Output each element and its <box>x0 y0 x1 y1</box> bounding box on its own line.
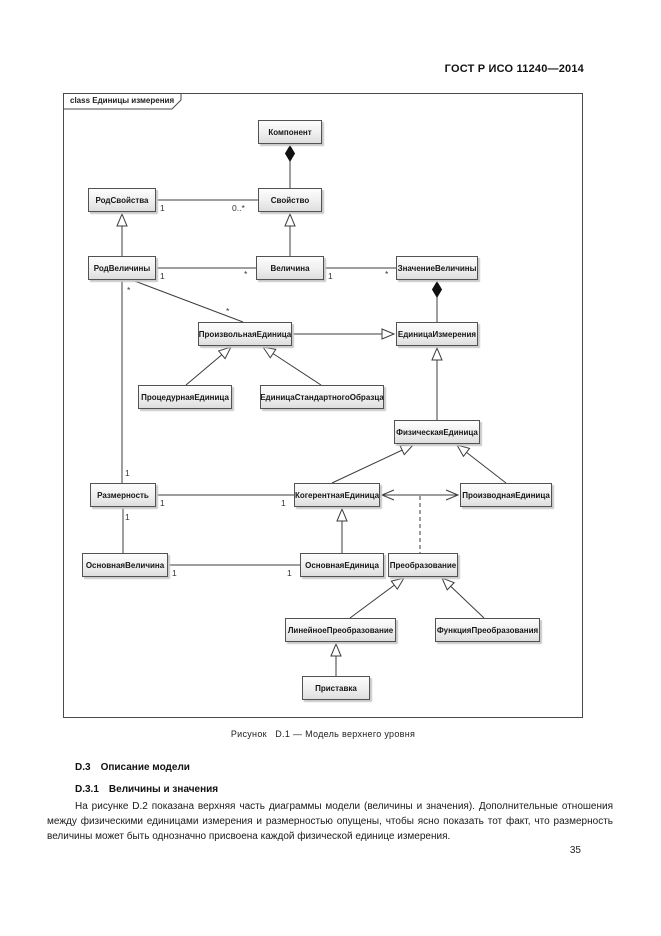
multiplicity-label: * <box>385 269 389 279</box>
class-label: Приставка <box>315 683 357 693</box>
class-box-edinitsastandartnogoobraztsa: ЕдиницаСтандартногоОбразца <box>260 385 384 409</box>
multiplicity-label: 1 <box>125 468 130 478</box>
class-label: ЛинейноеПреобразование <box>287 625 394 635</box>
generalization-funktsiya-preobrazovanie <box>441 577 485 619</box>
document-header-title: ГОСТ Р ИСО 11240—2014 <box>444 63 584 75</box>
section-heading-d3: D.3 Описание модели <box>75 762 190 773</box>
diagram-frame-tab <box>63 93 182 110</box>
class-box-pristavka: Приставка <box>302 676 370 700</box>
body-paragraph: На рисунке D.2 показана верхняя часть ди… <box>47 801 613 842</box>
multiplicity-label: * <box>244 269 248 279</box>
class-label: ФизическаяЕдиница <box>396 427 478 437</box>
class-box-osnovnayavelichina: ОсновнаяВеличина <box>82 553 168 577</box>
class-box-lineynoepreobrazovanie: ЛинейноеПреобразование <box>285 618 396 642</box>
class-box-proizvolnayaedinitsa: ПроизвольнаяЕдиница <box>198 322 292 346</box>
class-box-komponent: Компонент <box>258 120 322 144</box>
association-rodvelichiny-proizvolnaya <box>131 279 244 323</box>
multiplicity-label: * <box>127 285 131 295</box>
multiplicity-label: 1 <box>328 271 333 281</box>
class-box-rodvelichiny: РодВеличины <box>88 256 156 280</box>
class-label: Преобразование <box>389 560 457 570</box>
multiplicity-label: 0..* <box>232 203 245 213</box>
generalization-proizvodnaya-fizicheskaya <box>455 444 507 484</box>
class-box-znachenievelichiny: ЗначениеВеличины <box>396 256 478 280</box>
multiplicity-label: * <box>226 306 230 316</box>
multiplicity-label: 1 <box>160 271 165 281</box>
class-box-protsedurnayaedinitsa: ПроцедурнаяЕдиница <box>138 385 232 409</box>
class-label: ПроизвольнаяЕдиница <box>198 329 292 339</box>
class-label: ФункцияПреобразования <box>436 625 539 635</box>
class-label: Свойство <box>270 195 310 205</box>
class-box-osnovnayaedinitsa: ОсновнаяЕдиница <box>300 553 384 577</box>
class-label: КогерентнаяЕдиница <box>294 490 380 500</box>
class-box-svoystvo: Свойство <box>258 188 322 212</box>
class-box-funktsiyapreobrazovaniya: ФункцияПреобразования <box>435 618 540 642</box>
class-box-preobrazovanie: Преобразование <box>388 553 458 577</box>
class-label: РодВеличины <box>93 263 151 273</box>
generalization-kogerentnaya-fizicheskaya <box>331 444 415 484</box>
section-title: Описание модели <box>100 762 190 773</box>
section-title: Величины и значения <box>108 784 219 795</box>
generalization-standartnogo-proizvolnaya <box>261 346 322 386</box>
class-box-kogerentnayaedinitsa: КогерентнаяЕдиница <box>294 483 380 507</box>
multiplicity-label: 1 <box>125 512 130 522</box>
class-box-rodsvoystva: РодСвойства <box>88 188 156 212</box>
class-label: Размерность <box>97 490 149 500</box>
class-label: ЕдиницаИзмерения <box>397 329 477 339</box>
multiplicity-label: 1 <box>160 203 165 213</box>
section-number: D.3 <box>75 762 91 773</box>
class-box-edinitsaizmereniya: ЕдиницаИзмерения <box>396 322 478 346</box>
class-box-fizicheskayaedinitsa: ФизическаяЕдиница <box>394 420 480 444</box>
class-box-proizvodnayaedinitsa: ПроизводнаяЕдиница <box>460 483 552 507</box>
multiplicity-label: 1 <box>287 568 292 578</box>
class-label: Величина <box>270 263 310 273</box>
page-number: 35 <box>569 845 581 856</box>
class-label: ЗначениеВеличины <box>397 263 477 273</box>
class-label: Компонент <box>268 127 312 137</box>
multiplicity-label: 1 <box>160 498 165 508</box>
class-label: РодСвойства <box>95 195 149 205</box>
figure-caption: Рисунок D.1 — Модель верхнего уровня <box>230 729 416 739</box>
section-heading-d31: D.3.1 Величины и значения <box>75 784 218 795</box>
multiplicity-label: 1 <box>281 498 286 508</box>
generalization-protsedurnaya-proizvolnaya <box>185 346 232 386</box>
class-box-velichina: Величина <box>256 256 324 280</box>
generalization-lineynoe-preobrazovanie <box>349 577 406 619</box>
class-label: ОсновнаяЕдиница <box>305 560 379 570</box>
class-label: ПроизводнаяЕдиница <box>462 490 550 500</box>
section-number: D.3.1 <box>75 784 99 795</box>
diagram-frame-label: class Единицы измерения <box>70 96 175 105</box>
class-box-razmernost: Размерность <box>90 483 156 507</box>
class-label: ЕдиницаСтандартногоОбразца <box>260 392 384 402</box>
multiplicity-label: 1 <box>172 568 177 578</box>
class-label: ОсновнаяВеличина <box>85 560 165 570</box>
diagram-frame <box>63 93 583 718</box>
class-label: ПроцедурнаяЕдиница <box>141 392 229 402</box>
